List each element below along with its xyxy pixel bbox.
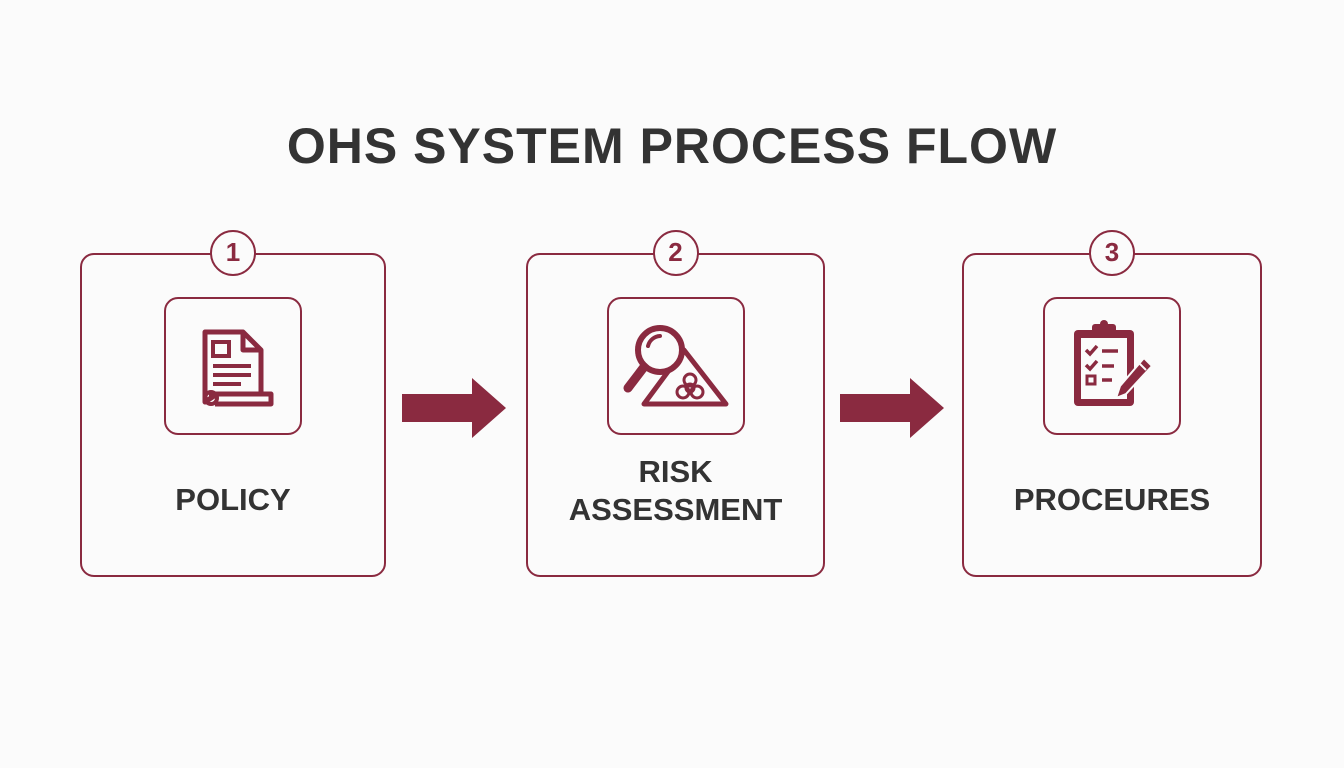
step-number-badge: 2 [652, 230, 699, 276]
pencil-icon [1115, 357, 1153, 399]
arrow-right-icon [402, 378, 506, 438]
icon-frame [164, 297, 302, 435]
step-procedures: 3 PROCEURES [962, 230, 1262, 577]
icon-frame [606, 297, 745, 435]
step-number-badge: 1 [210, 230, 256, 276]
clipboard-checklist-icon [1074, 320, 1153, 406]
diagram-title: OHS SYSTEM PROCESS FLOW [286, 118, 1058, 174]
document-icon [202, 329, 274, 407]
step-label: RISK ASSESSMENT [568, 454, 783, 527]
step-risk-assessment: 2 RISK ASSESSMENT [526, 230, 825, 577]
step-label: POLICY [175, 482, 291, 517]
arrow-right-icon [840, 378, 944, 438]
icon-frame [1043, 297, 1181, 435]
step-policy: 1 POLICY [80, 230, 386, 577]
step-label: PROCEURES [1013, 482, 1211, 517]
magnifier-biohazard-icon [623, 325, 728, 407]
biohazard-icon [675, 372, 704, 400]
step-number-badge: 3 [1089, 230, 1135, 276]
